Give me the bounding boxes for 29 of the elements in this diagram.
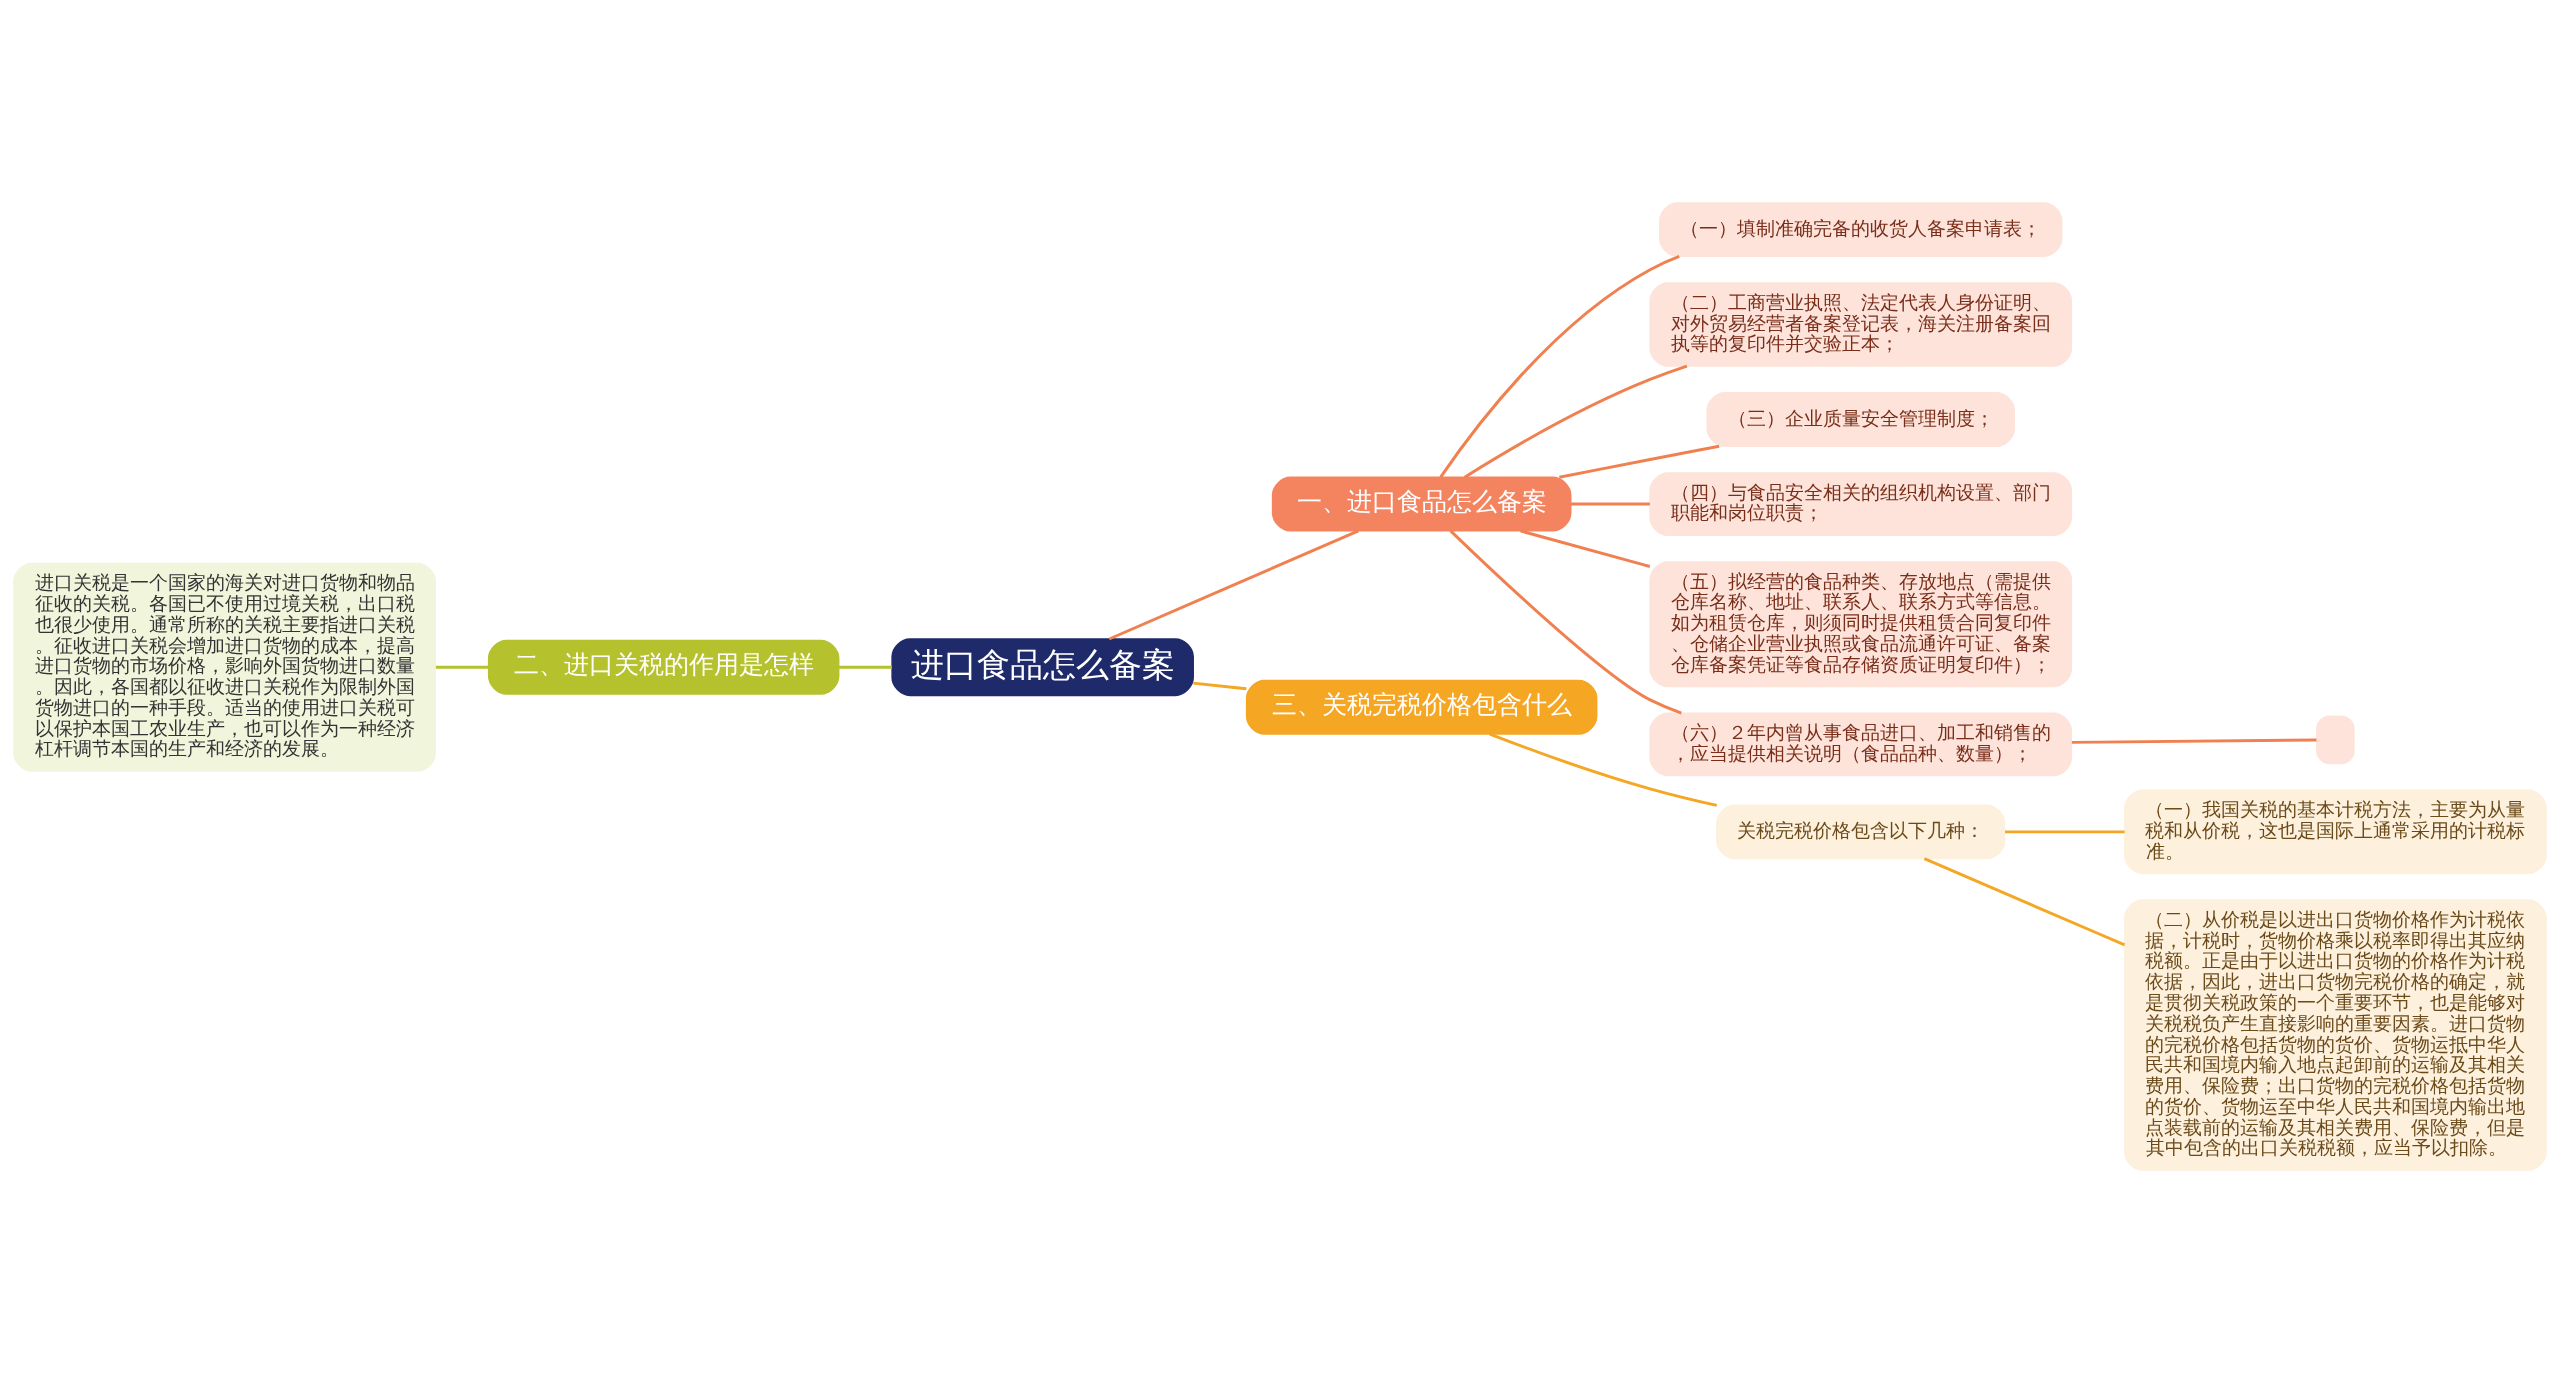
node-box xyxy=(2316,715,2355,765)
node-box: 进口食品怎么备案 xyxy=(891,638,1194,697)
connector xyxy=(1439,255,1680,478)
connector xyxy=(2071,738,2317,744)
node-box: （五）拟经营的食品种类、存放地点（需提供仓库名称、地址、联系人、联系方式等信息。如为租赁仓库，则须同时提供租赁合同复印件、仓储企业营业执照或食品流通许可证、备案仓库备案凭证等食品存储资质证明复印件）； xyxy=(1649,561,2073,688)
node-box: （二）工商营业执照、法定代表人身份证明、对外贸易经营者备案登记表，海关注册备案回执等的复印件并交验正本； xyxy=(1649,282,2073,367)
connector xyxy=(2005,830,2125,834)
connector xyxy=(838,665,892,669)
connector xyxy=(1108,529,1359,641)
node-box: （六）２年内曾从事食品进口、加工和销售的，应当提供相关说明（食品品种、数量）； xyxy=(1649,712,2073,777)
node-box: （一）我国关税的基本计税方法，主要为从量税和从价税，这也是国际上通常采用的计税标准。 xyxy=(2124,789,2547,875)
node-box: （三）企业质量安全管理制度； xyxy=(1706,392,2015,447)
node-box: （二）从价税是以进出口货物价格作为计税依据，计税时，货物价格乘以税率即得出其应纳税额。正是由于以进出口货物的价格作为计税依据，因此，进出口货物完税价格的确定，就是贯彻关税政策的一个重要环节，也是能够对关税税负产生直接影响的重要因素。进口货物的完税价格包括货物的货价、货物运抵中华人民共和国境内输入地点起卸前的运输及其相关费用、保险费；出口货物的完税价格包括货物的货价、货物运至中华人民共和国境内输出地点装载前的运输及其相关费用、保险费，但是其中包含的出口关税税额，应当予以扣除。 xyxy=(2124,899,2547,1171)
node-box: 一、进口食品怎么备案 xyxy=(1271,476,1572,532)
node-box: 进口关税是一个国家的海关对进口货物和物品征收的关税。各国已不使用过境关税，出口税也很少使用。通常所称的关税主要指进口关税。征收进口关税会增加进口货物的成本，提高进口货物的市场价格，影响外国货物进口数量。因此，各国都以征收进口关税作为限制外国货物进口的一种手段。适当的使用进口关税可以保护本国工农业生产，也可以作为一种经济杠杆调节本国的生产和经济的发展。 xyxy=(13,562,436,772)
connector xyxy=(1520,529,1651,568)
connector xyxy=(1489,732,1718,807)
connector xyxy=(1559,444,1720,479)
node-box: （一）填制准确完备的收货人备案申请表； xyxy=(1659,202,2063,258)
connector xyxy=(1463,364,1688,479)
node-box: 关税完税价格包含以下几种： xyxy=(1716,804,2006,860)
connector xyxy=(1923,857,2126,947)
node-box: 三、关税完税价格包含什么 xyxy=(1245,679,1598,735)
connector xyxy=(1193,681,1247,691)
connector xyxy=(1570,502,1650,506)
connector xyxy=(435,665,489,669)
node-box: （四）与食品安全相关的组织机构设置、部门职能和岗位职责； xyxy=(1649,472,2073,536)
node-box: 二、进口关税的作用是怎样 xyxy=(487,639,840,695)
connector xyxy=(1449,529,1682,715)
